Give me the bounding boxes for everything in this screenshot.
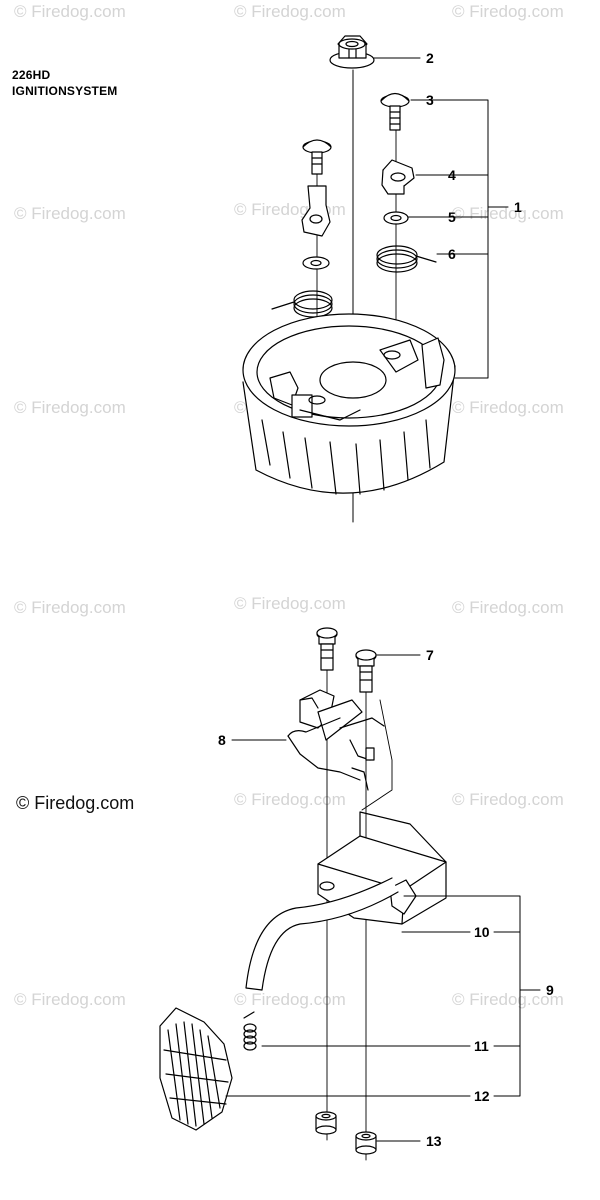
- watermark: © Firedog.com: [234, 790, 346, 809]
- watermark: © Firedog.com: [452, 598, 564, 617]
- callout-11: 11: [474, 1038, 489, 1054]
- model-title: 226HD: [12, 68, 51, 82]
- flywheel: [242, 313, 456, 495]
- spacer-part-13: [355, 1131, 377, 1155]
- callout-3: 3: [426, 92, 434, 108]
- callout-9: 9: [546, 982, 554, 998]
- screw-part-3: [380, 92, 410, 131]
- cable-part-8: [287, 689, 385, 791]
- watermark: © Firedog.com: [234, 594, 346, 613]
- watermark: © Firedog.com: [14, 598, 126, 617]
- callout-10: 10: [474, 924, 490, 940]
- watermark: © Firedog.com: [452, 2, 564, 21]
- watermark: © Firedog.com: [452, 790, 564, 809]
- callout-5: 5: [448, 209, 456, 225]
- spring-part-11: [243, 1011, 257, 1051]
- watermark: © Firedog.com: [452, 990, 564, 1009]
- watermark: © Firedog.com: [452, 398, 564, 417]
- watermark: © Firedog.com: [14, 398, 126, 417]
- watermark: © Firedog.com: [14, 2, 126, 21]
- watermark: © Firedog.com: [452, 204, 564, 223]
- screw-left: [302, 139, 332, 175]
- ht-lead-part-10: [245, 877, 399, 991]
- callout-7: 7: [426, 647, 434, 663]
- callout-13: 13: [426, 1133, 442, 1149]
- callout-8: 8: [218, 732, 226, 748]
- firedog-badge: © Firedog.com: [16, 793, 135, 813]
- spring-part-6: [376, 245, 437, 273]
- watermark: © Firedog.com: [234, 990, 346, 1009]
- section-title: IGNITIONSYSTEM: [12, 84, 118, 98]
- spacer-left-bottom: [315, 1111, 337, 1135]
- screw-part-7: [355, 649, 377, 693]
- watermark: © Firedog.com: [14, 204, 126, 223]
- washer-left: [302, 256, 330, 270]
- pawl-part-4: [381, 159, 415, 195]
- callout-12: 12: [474, 1088, 490, 1104]
- callout-2: 2: [426, 50, 434, 66]
- washer-part-5: [383, 211, 409, 225]
- screw-left-bottom: [316, 627, 338, 671]
- callout-4: 4: [448, 167, 456, 183]
- watermark: © Firedog.com: [14, 990, 126, 1009]
- nut-part-2: [329, 35, 375, 69]
- spring-left: [271, 290, 333, 318]
- watermark: © Firedog.com: [234, 2, 346, 21]
- pawl-left: [301, 185, 331, 237]
- plug-boot-part-12: [159, 1007, 233, 1131]
- callout-1: 1: [514, 199, 522, 215]
- callout-6: 6: [448, 246, 456, 262]
